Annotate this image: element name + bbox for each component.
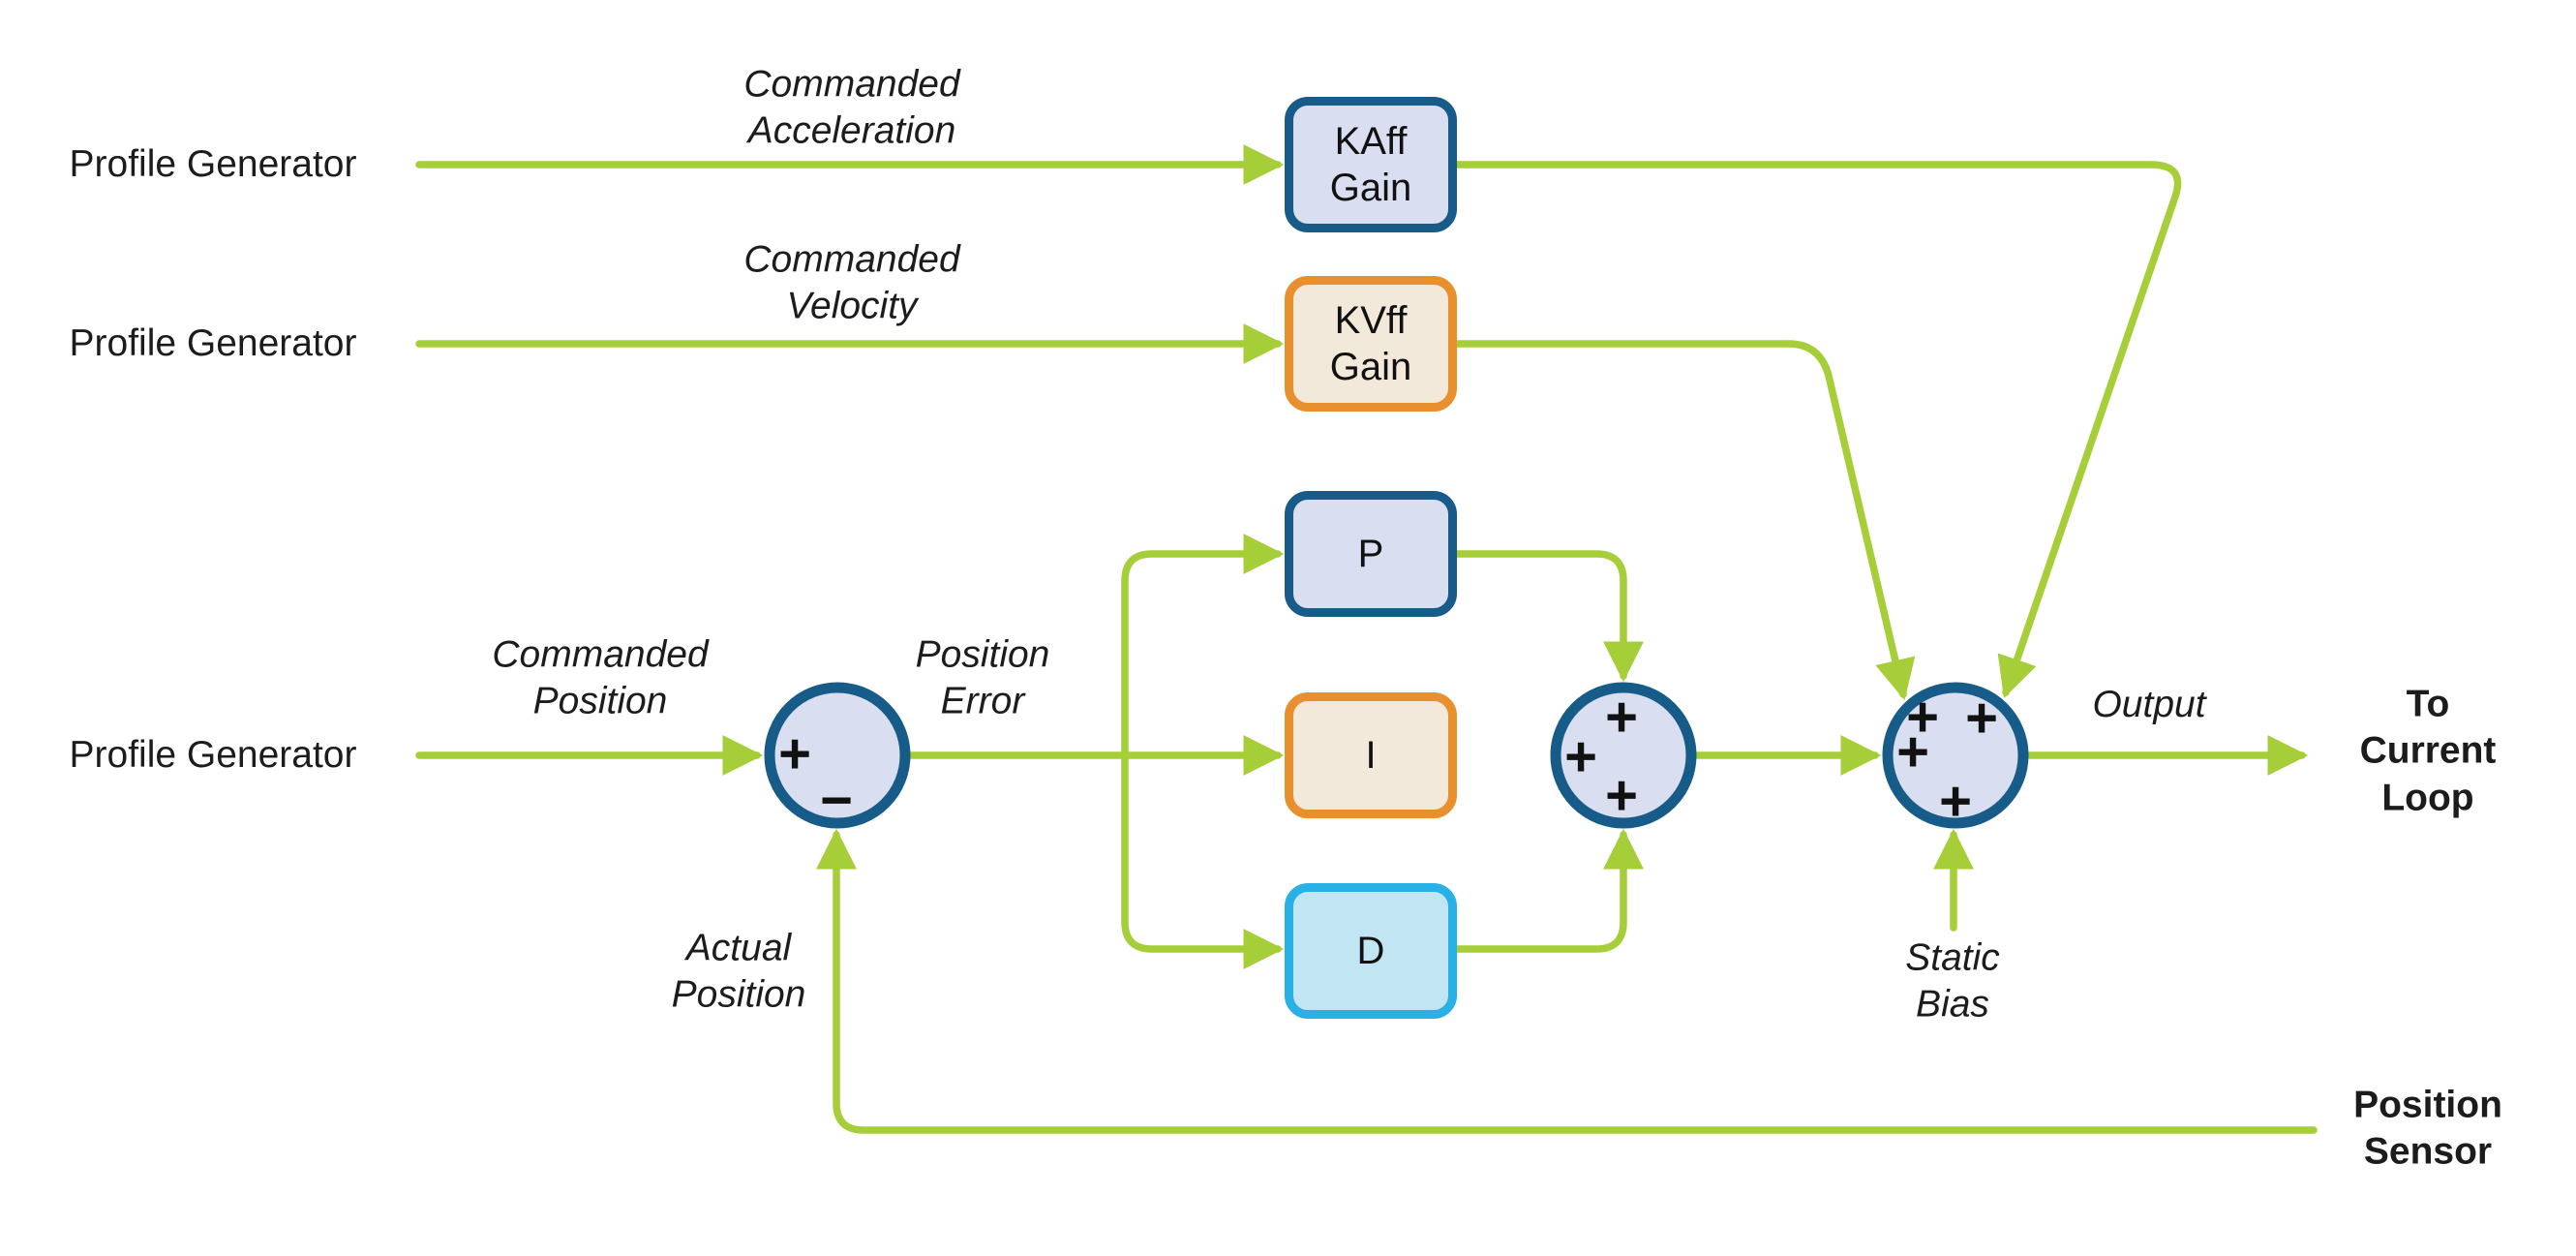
- sum-junction-position: [764, 682, 911, 829]
- position-error-branch-to-d: [1121, 751, 1285, 969]
- pid-sum-plus-top-sign: +: [1605, 686, 1638, 749]
- commanded-position-label: Commanded Position: [492, 633, 709, 722]
- output-sum-plus-topleft-sign: +: [1906, 686, 1939, 749]
- position-sum-minus-sign: −: [820, 769, 853, 832]
- commanded-acceleration-label: Commanded Acceleration: [743, 63, 960, 152]
- commanded-velocity-label: Commanded Velocity: [743, 238, 960, 327]
- i-block: I: [1285, 692, 1457, 818]
- output-label: Output: [2092, 683, 2206, 725]
- actual-position-label: Actual Position: [671, 927, 806, 1016]
- profile-generator-label-1: Profile Generator: [69, 142, 357, 185]
- d-block: D: [1285, 883, 1457, 1019]
- position-sensor-label: Position Sensor: [2353, 1084, 2502, 1173]
- pid-sum-plus-bottom-sign: +: [1605, 764, 1638, 827]
- p-output-arrow: [1453, 550, 1644, 683]
- kvff-gain-block: KVff Gain: [1285, 276, 1457, 412]
- position-error-branch-to-p: [1121, 534, 1285, 759]
- kaff-gain-block: KAff Gain: [1285, 97, 1457, 232]
- d-output-arrow: [1453, 828, 1644, 953]
- position-feedback-arrow: [816, 828, 2318, 1134]
- output-sum-plus-bottom-sign: +: [1939, 770, 1972, 833]
- position-sum-plus-sign: +: [778, 722, 811, 785]
- to-current-loop-label: To Current Loop: [2359, 683, 2497, 819]
- p-block: P: [1285, 491, 1457, 617]
- output-sum-plus-left-sign: +: [1896, 720, 1929, 783]
- sum-junction-output: [1882, 682, 2029, 829]
- kaff-output-arrow: [1453, 161, 2182, 698]
- kvff-output-arrow: [1453, 340, 1916, 701]
- profile-generator-label-3: Profile Generator: [69, 733, 357, 776]
- position-error-label: Position Error: [915, 633, 1050, 722]
- sum-junction-pid: [1550, 682, 1697, 829]
- pid-sum-plus-left-sign: +: [1564, 725, 1597, 788]
- static-bias-label: Static Bias: [1905, 936, 2000, 1026]
- profile-generator-label-2: Profile Generator: [69, 322, 357, 364]
- output-sum-plus-topright-sign: +: [1965, 687, 1998, 750]
